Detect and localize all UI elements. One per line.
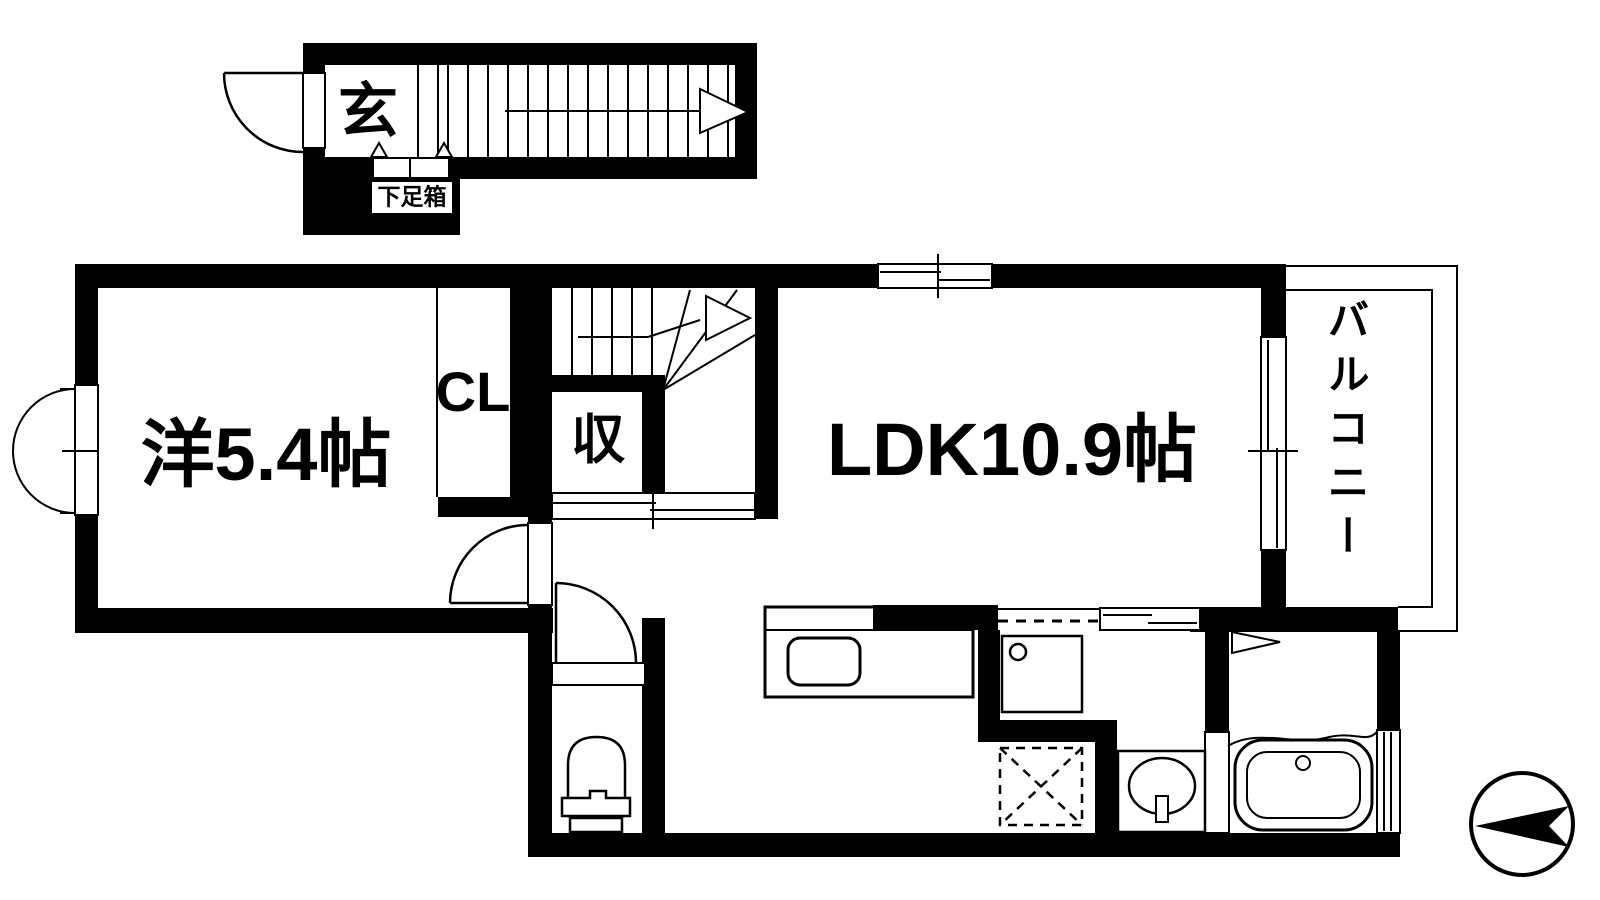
entrance-doorway [302, 72, 326, 149]
washroom-fixtures [998, 634, 1207, 834]
shoe-cabinet-door-mark [369, 140, 389, 158]
bathroom-door-triangle [1231, 630, 1281, 655]
bathtub-drain [1295, 755, 1311, 771]
kitchen-opening [998, 608, 1100, 630]
western-room-door-arc [448, 523, 529, 604]
wall [1190, 607, 1398, 632]
wall [528, 517, 552, 523]
refrigerator-outline [998, 746, 1084, 827]
toilet-doorway [551, 662, 646, 686]
winder-tread [662, 334, 756, 391]
wall [528, 605, 552, 663]
shoe-box-label: 下足箱 [377, 183, 447, 210]
washroom-sliding-door [1099, 607, 1201, 631]
walls [75, 43, 1400, 857]
wall [642, 618, 665, 833]
balcony-outer-rail [1286, 265, 1458, 632]
compass-icon [1469, 771, 1575, 877]
ldk-label: LDK10.9帖 [826, 408, 1198, 491]
western-room-doorway [527, 522, 553, 606]
toilet-tank [560, 789, 632, 818]
openings [11, 72, 1401, 834]
wall [1261, 550, 1286, 607]
stair-direction-arrow [699, 87, 751, 135]
bathroom [1227, 731, 1378, 832]
toilet [560, 735, 632, 834]
bathtub-inner [1246, 751, 1361, 819]
wall [75, 264, 878, 288]
western-room-label: 洋5.4帖 [140, 413, 392, 496]
wall [992, 264, 1286, 288]
wall [528, 663, 552, 833]
wall [755, 288, 778, 519]
wall [438, 497, 552, 517]
storage-label: 収 [571, 410, 625, 470]
wall [510, 288, 552, 497]
wall [642, 392, 665, 493]
wall [978, 720, 1117, 742]
washbasin-faucet [1155, 795, 1169, 823]
wall [303, 43, 325, 73]
stairs-second-floor [571, 288, 756, 391]
bath-window [1376, 729, 1401, 834]
stair-direction-arrow [705, 294, 753, 342]
closet-label: CL [435, 360, 511, 423]
refrigerator-cross [999, 747, 1083, 826]
wall [1261, 288, 1286, 337]
wall [75, 608, 553, 633]
balcony-inner-rail [1286, 289, 1433, 608]
washing-machine-drain [1008, 642, 1028, 662]
balcony-label: バルコニー [1322, 298, 1369, 568]
shoe-cabinet [369, 140, 454, 213]
wall [873, 605, 998, 630]
wall [303, 43, 757, 65]
toilet-base [568, 816, 624, 834]
toilet-bowl [566, 735, 627, 802]
stairs-first-floor [417, 65, 751, 157]
door-swings [222, 71, 638, 664]
kitchen-sink [786, 636, 862, 687]
bathtub-edge-wave [1227, 731, 1378, 747]
north-arrow-icon [1475, 806, 1569, 847]
wall [528, 833, 1400, 857]
wall [75, 515, 98, 633]
wall [978, 630, 1000, 742]
casement-window-arcs [11, 388, 76, 514]
balcony [1286, 265, 1458, 632]
ldk-top-window [877, 263, 993, 289]
shoe-cabinet-label-box [372, 182, 452, 213]
wall [530, 375, 665, 392]
shoe-cabinet-door-mark [434, 140, 454, 158]
balcony-sliding-door [1260, 336, 1287, 551]
winder-tread [662, 289, 691, 391]
wall [75, 288, 98, 385]
bathroom-door [1204, 731, 1230, 834]
wall [460, 157, 757, 179]
refrigerator-space [998, 746, 1084, 827]
genkan-door-arc [222, 72, 304, 154]
toilet-door-arc [555, 581, 638, 664]
wall [1377, 632, 1400, 730]
entrance-label: 玄 [338, 78, 398, 145]
wall [1095, 742, 1117, 833]
stair-walk-line [647, 319, 701, 338]
